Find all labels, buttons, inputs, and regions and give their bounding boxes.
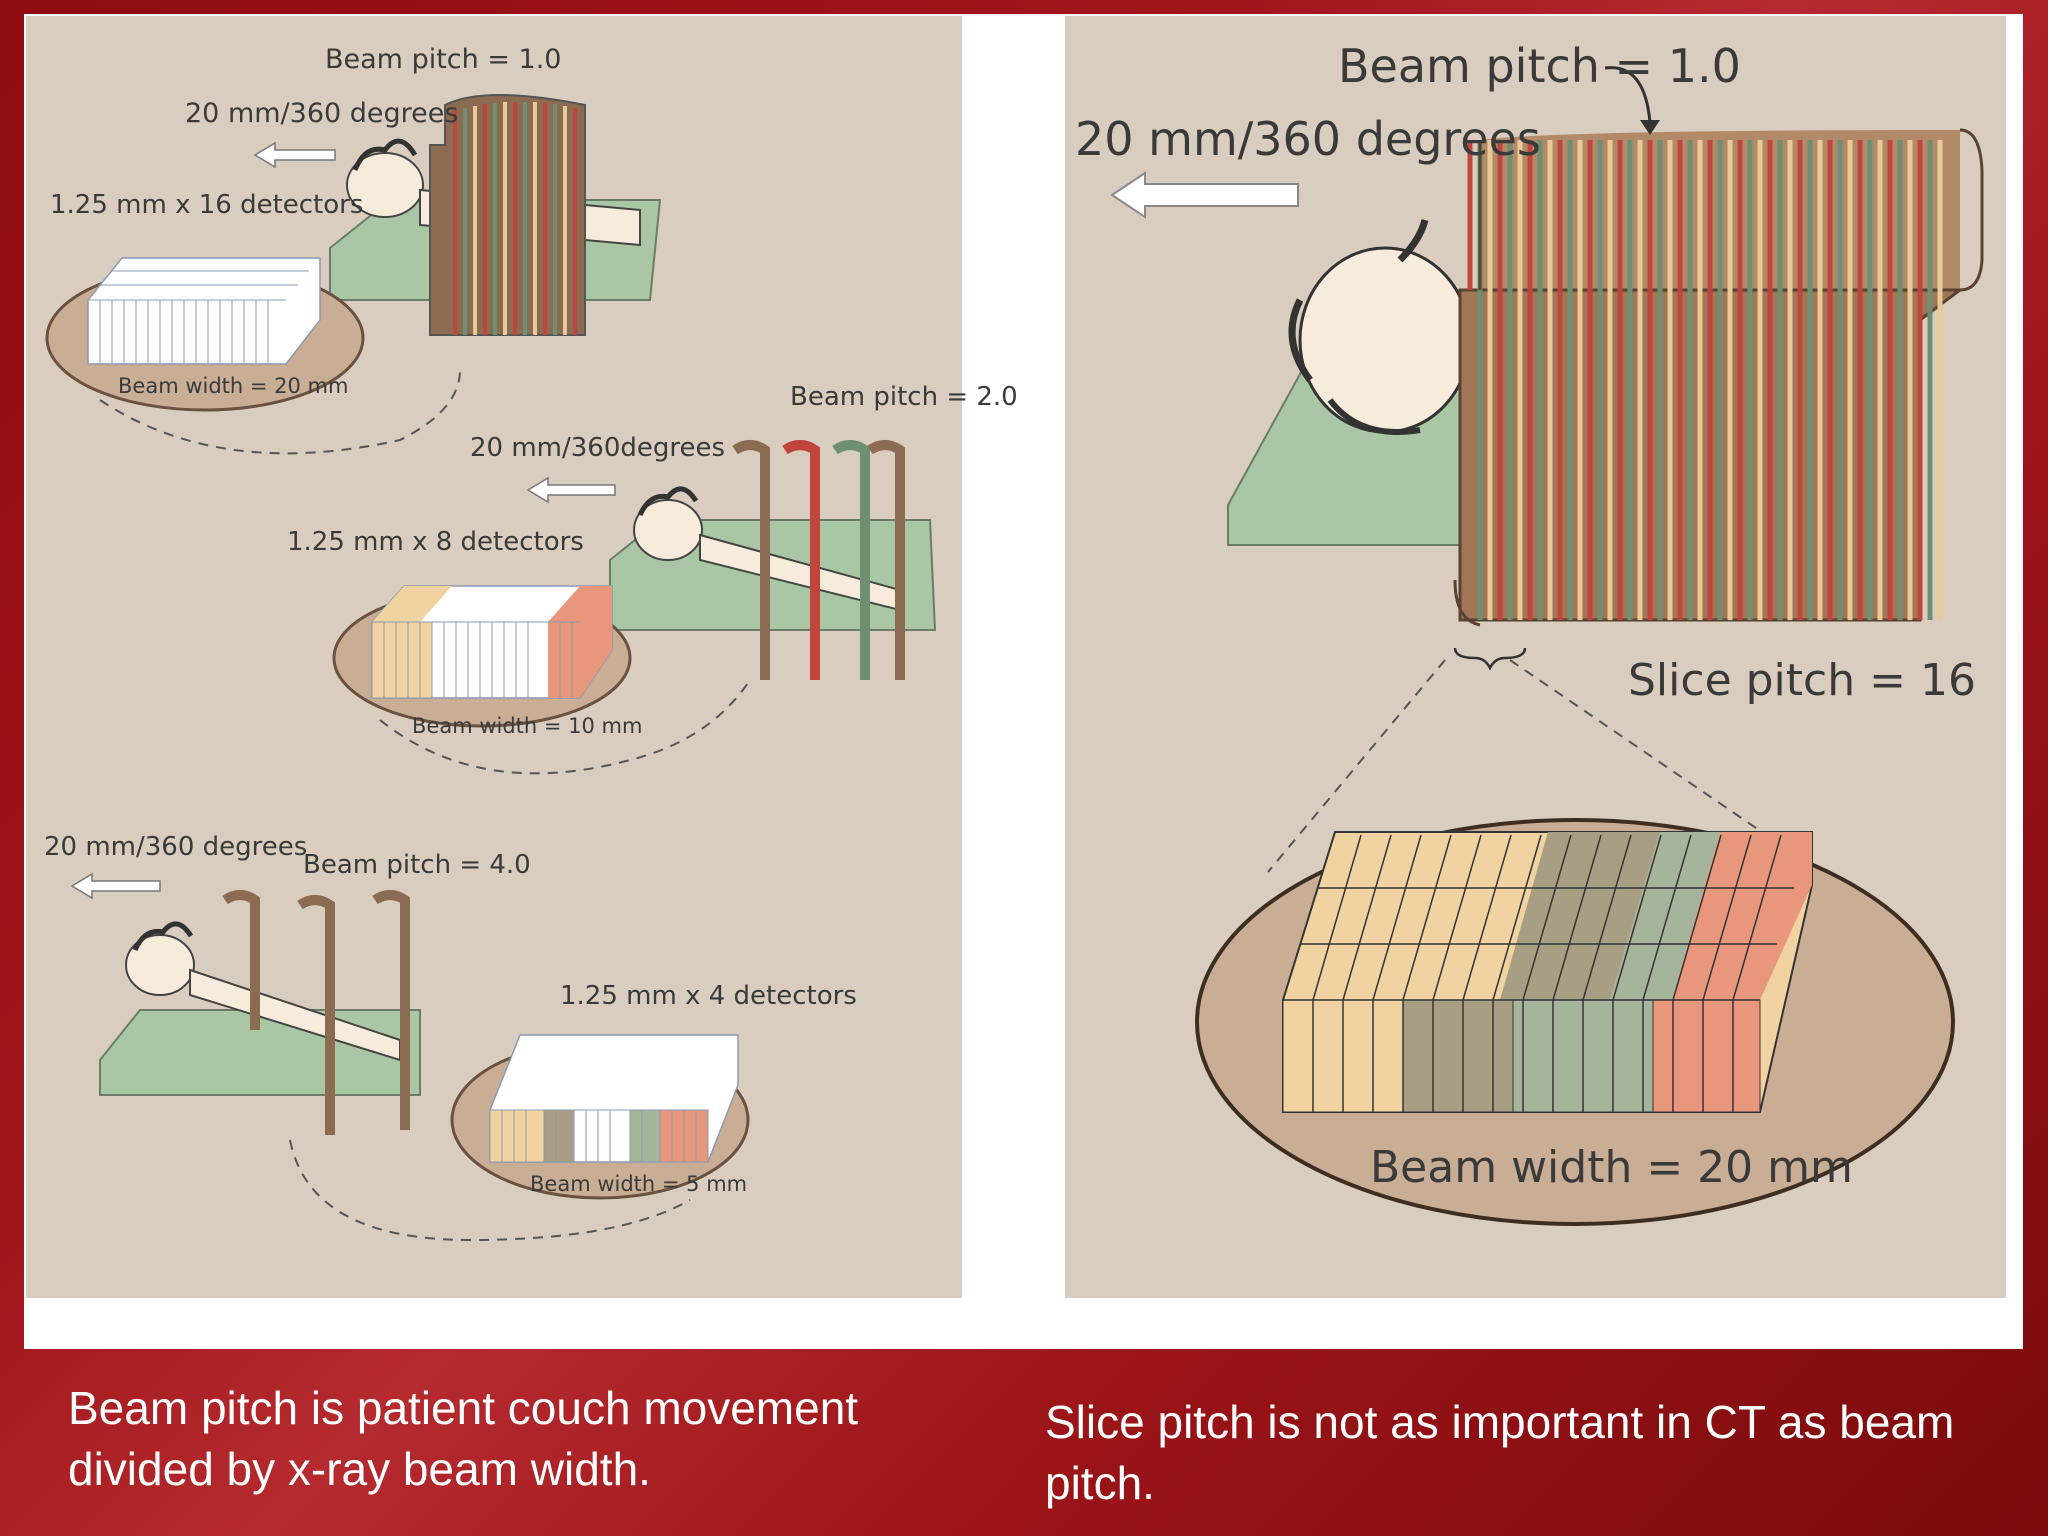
rate-label-right: 20 mm/360 degrees <box>1075 112 1541 166</box>
detector-cell-line <box>1582 834 1632 1001</box>
pitch-label-a: Beam pitch = 1.0 <box>325 44 561 75</box>
direction-arrow <box>526 476 616 504</box>
diagram-c: Beam pitch = 4.0 20 mm/360 degrees 1.25 … <box>44 832 857 1242</box>
detector-cell-line <box>1672 834 1722 1001</box>
diagram-right: Beam pitch = 1.0 20 mm/360 degrees Slice… <box>1075 39 1984 1226</box>
slice-label-right: Slice pitch = 16 <box>1628 655 1976 706</box>
detector-block <box>489 1034 739 1163</box>
detector-cell-line <box>1702 834 1752 1001</box>
pitch-pointer <box>1604 66 1652 124</box>
direction-arrow <box>70 872 161 900</box>
zoom-line-right <box>1509 659 1801 859</box>
rate-label-c: 20 mm/360 degrees <box>44 832 307 862</box>
helix-coils <box>222 890 410 1135</box>
helix-dense <box>429 94 586 336</box>
leader-dashed <box>99 369 461 455</box>
detector-grid <box>1283 834 1794 1112</box>
pitch-pointer-head <box>1640 120 1660 135</box>
diagram-a: Beam pitch = 1.0 20 mm/360 degrees 1.25 … <box>45 44 662 455</box>
pitch-label-b: Beam pitch = 2.0 <box>790 382 1018 412</box>
helix-coils <box>732 440 905 680</box>
patient <box>633 486 901 612</box>
detector-cell-line <box>1642 834 1692 1001</box>
width-label-a: Beam width = 20 mm <box>118 374 348 398</box>
pitch-label-c: Beam pitch = 4.0 <box>303 850 531 880</box>
caption-right: Slice pitch is not as important in CT as… <box>1045 1396 1955 1509</box>
width-label-right: Beam width = 20 mm <box>1370 1142 1853 1193</box>
slice-brace <box>1453 647 1527 671</box>
detector-cell-line <box>1402 834 1452 1001</box>
width-label-b: Beam width = 10 mm <box>412 714 642 738</box>
pitch-label-right: Beam pitch = 1.0 <box>1338 39 1741 93</box>
detector-cell-line <box>1432 834 1482 1001</box>
detector-block <box>87 257 321 365</box>
rate-label-b: 20 mm/360degrees <box>470 433 725 463</box>
detector-block <box>371 585 613 699</box>
leader-dashed <box>289 1139 691 1242</box>
detector-label-a: 1.25 mm x 16 detectors <box>50 190 363 220</box>
detector-cell-line <box>1462 834 1512 1001</box>
width-label-c: Beam width = 5 mm <box>530 1172 747 1196</box>
rate-label-a: 20 mm/360 degrees <box>185 98 458 129</box>
detector-label-b: 1.25 mm x 8 detectors <box>287 527 584 557</box>
detector-label-c: 1.25 mm x 4 detectors <box>560 981 857 1011</box>
detector-cell-line <box>1552 834 1602 1001</box>
helix-stripes <box>1467 140 1943 620</box>
detector-cell-line <box>1342 834 1392 1001</box>
detector-cell-line <box>1492 834 1542 1001</box>
detector-cell-line <box>1522 834 1572 1001</box>
direction-arrow <box>1110 171 1299 219</box>
detector-cell-line <box>1612 834 1662 1001</box>
diagram-b: Beam pitch = 2.0 20 mm/360degrees 1.25 m… <box>287 382 1018 775</box>
detector-block <box>1282 831 1813 1113</box>
caption-left: Beam pitch is patient couch movement div… <box>68 1382 859 1495</box>
direction-arrow <box>253 141 336 169</box>
detector-cell-line <box>1372 834 1422 1001</box>
detector-cell-line <box>1732 834 1782 1001</box>
detector-cell-line <box>1312 834 1362 1001</box>
helix-dense <box>1453 128 1984 627</box>
